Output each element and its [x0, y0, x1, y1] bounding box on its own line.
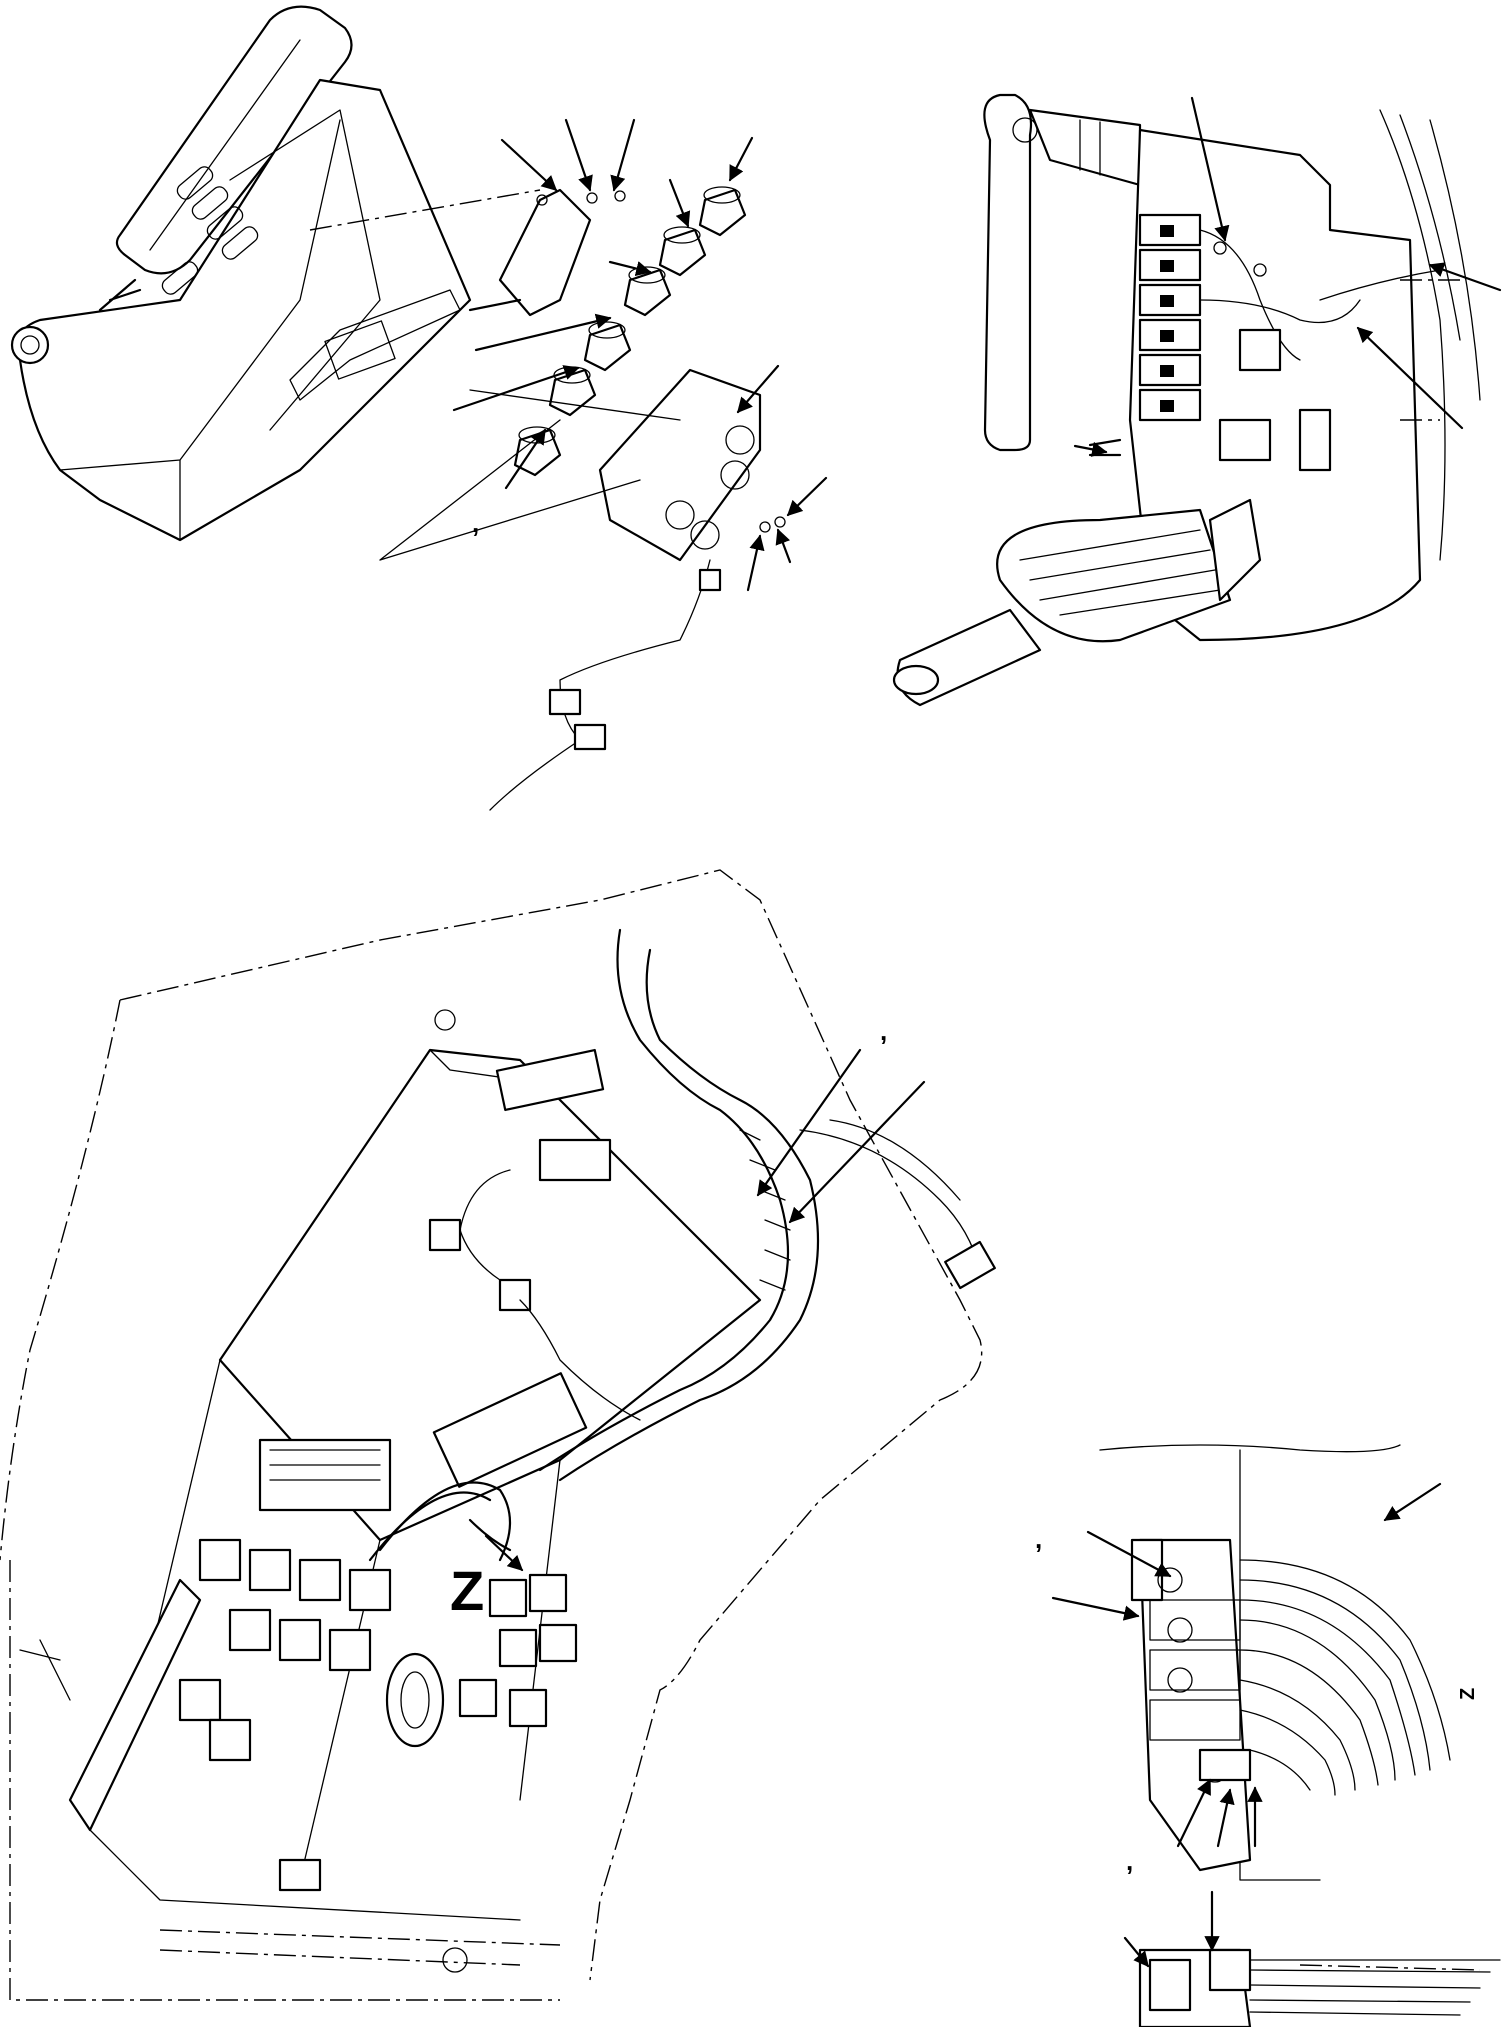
- rocker-switch: [658, 226, 707, 277]
- view-letter-z-detail: Z: [1457, 1688, 1479, 1700]
- callout-arrows-small-detail: [1123, 1890, 1220, 1968]
- comma-mark: ,: [880, 1016, 887, 1046]
- detail-z-view: Z , ,: [1035, 1444, 1479, 1881]
- cab-harness-view: Z ,: [0, 869, 996, 2001]
- comma-mark: ,: [472, 508, 479, 538]
- view-letter-z: Z: [450, 1559, 484, 1622]
- callout-arrows-lever: [1073, 96, 1502, 457]
- round-component: [385, 1652, 445, 1748]
- console-switch-slots: [161, 166, 259, 295]
- relay-cluster: [178, 1438, 392, 1762]
- relay-cluster-right: [458, 1573, 578, 1728]
- rocker-switch: [513, 426, 562, 477]
- small-detail-view: [1123, 1890, 1501, 2027]
- rocker-switch: [698, 186, 747, 237]
- lever-assembly-view: [892, 93, 1502, 707]
- callout-arrows-detail: [1051, 1482, 1442, 1848]
- callout-arrows-console: [452, 118, 828, 592]
- rocker-switch: [548, 366, 597, 417]
- connector-stack: [1138, 213, 1202, 422]
- key-switch-icon: [10, 278, 142, 365]
- comma-mark: ,: [1035, 1524, 1042, 1554]
- switch-panel: [598, 368, 762, 562]
- rocker-switch: [623, 266, 672, 317]
- console-exploded-view: ,: [10, 5, 828, 811]
- rocker-switch: [583, 321, 632, 372]
- rocker-switch-group: [513, 186, 747, 477]
- callout-arrows-harness: [756, 1048, 926, 1224]
- comma-mark: ,: [1126, 1846, 1133, 1876]
